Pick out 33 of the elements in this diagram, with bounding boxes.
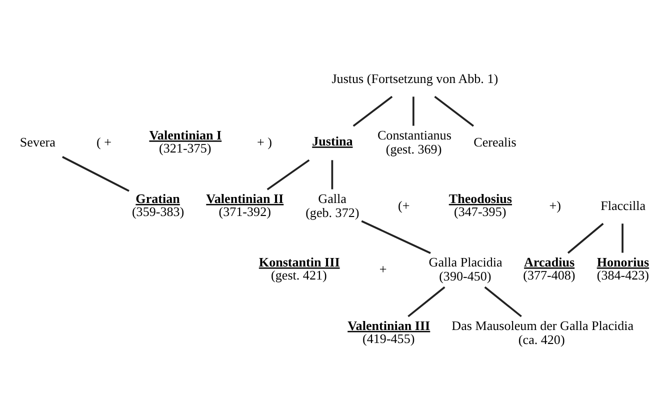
connector bbox=[434, 96, 474, 127]
node-text: Theodosius (347-395) bbox=[448, 190, 512, 220]
node-text: Valentinian II (371-392) bbox=[206, 190, 284, 220]
node-text: Severa bbox=[20, 134, 56, 150]
node-text: Gratian (359-383) bbox=[132, 190, 184, 220]
node-text: Justus (Fortsetzung von Abb. 1) bbox=[332, 70, 498, 86]
node-text: Cerealis bbox=[474, 134, 516, 150]
node-text: Constantianus (gest. 369) bbox=[377, 127, 452, 156]
connector bbox=[361, 220, 431, 254]
node-text: Das Mausoleum der Galla Placidia (ca. 420) bbox=[452, 318, 634, 347]
label: +) bbox=[549, 198, 561, 213]
node-text: Justina bbox=[312, 134, 353, 149]
node-text: Valentinian I (321-375) bbox=[149, 127, 222, 156]
node-text: Konstantin III (gest. 421) bbox=[258, 254, 340, 283]
node-text: Honorius (384-423) bbox=[596, 254, 650, 283]
connector bbox=[622, 224, 624, 253]
node-text: Valentinian III (419-455) bbox=[348, 318, 430, 346]
node-text: Galla Placidia (390-450) bbox=[428, 254, 502, 284]
connector bbox=[331, 160, 334, 190]
connector bbox=[62, 156, 130, 192]
connector bbox=[266, 159, 310, 190]
connector bbox=[484, 286, 522, 318]
label: + ) bbox=[257, 134, 272, 150]
node-text: Arcadius (377-408) bbox=[523, 254, 576, 283]
label: + bbox=[379, 261, 387, 276]
connector bbox=[352, 96, 393, 127]
connector bbox=[408, 286, 446, 318]
node-text: Galla (geb. 372) bbox=[306, 190, 360, 220]
node-text: Flaccilla bbox=[600, 198, 646, 213]
label: (+ bbox=[398, 198, 410, 213]
label: ( + bbox=[96, 134, 112, 150]
connector bbox=[412, 96, 414, 126]
connector bbox=[567, 222, 604, 254]
